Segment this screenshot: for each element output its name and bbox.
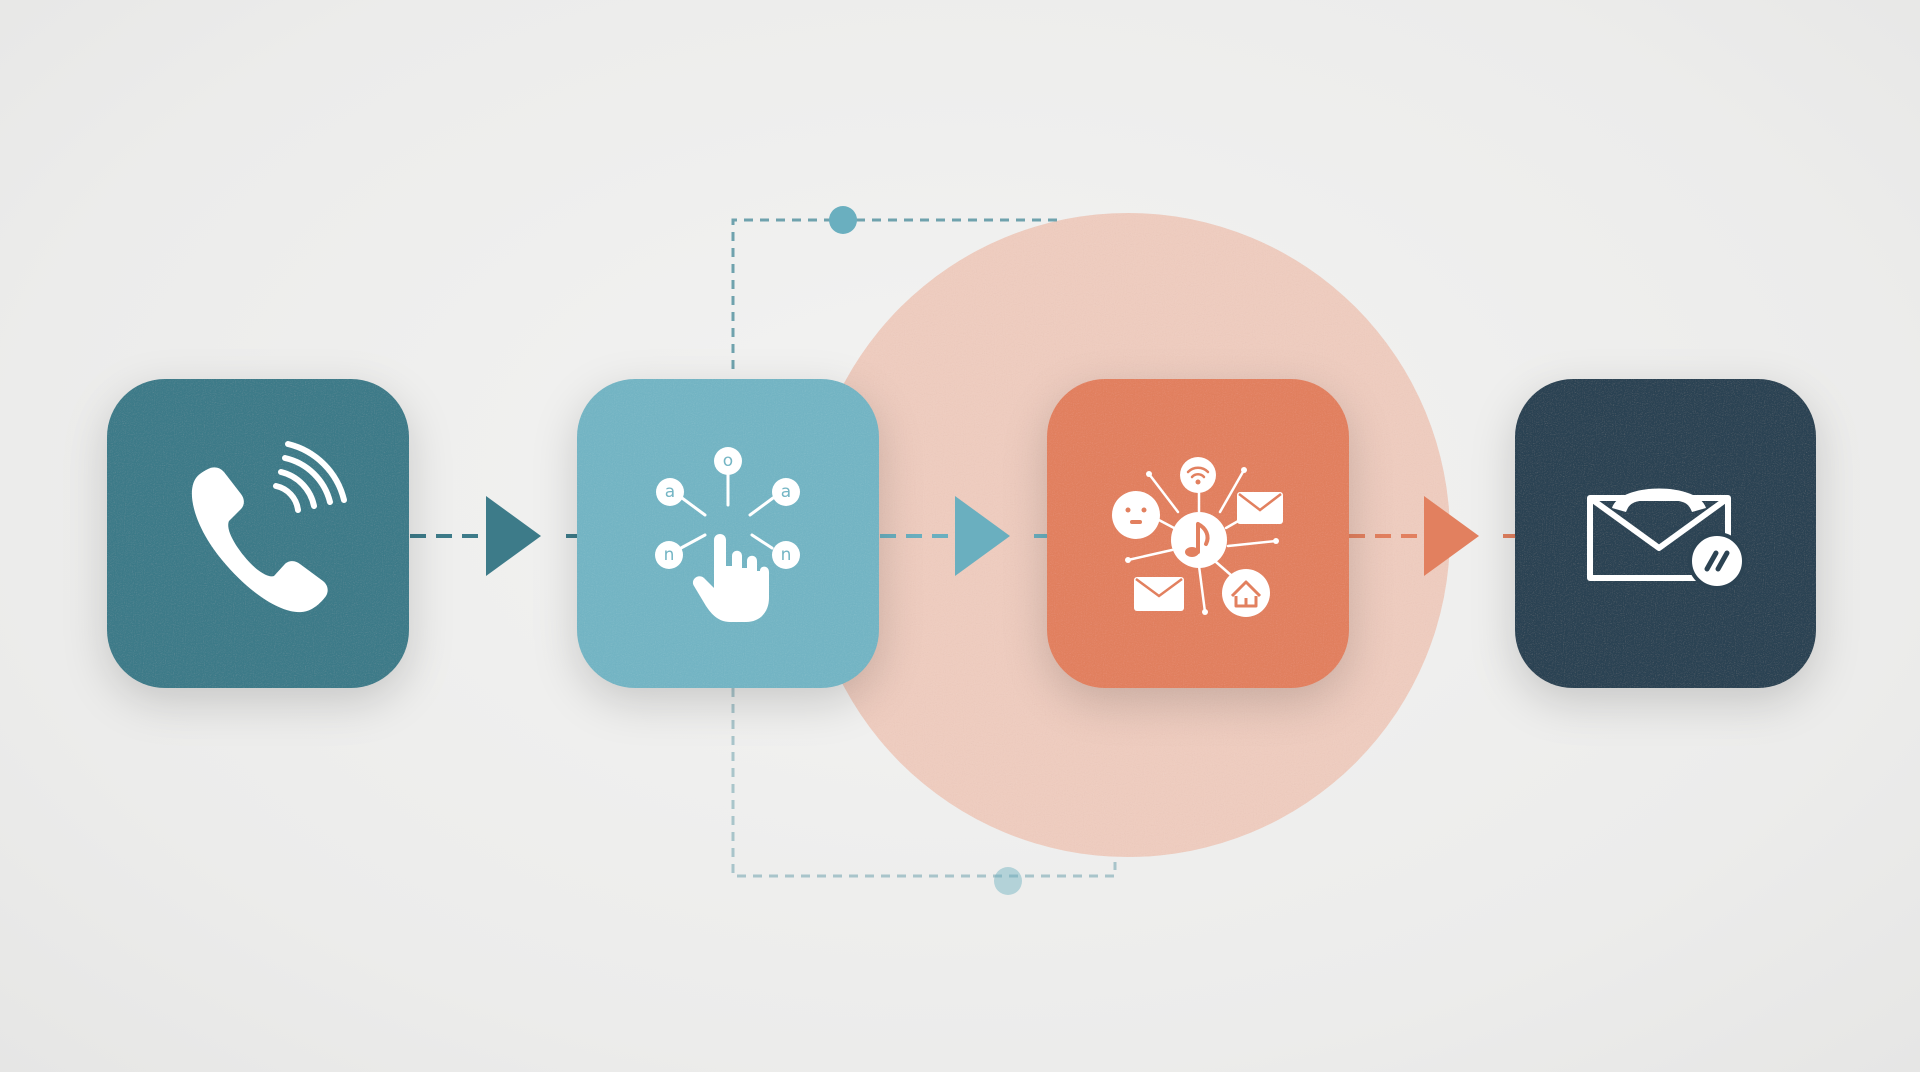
envelope-icon-right xyxy=(1238,493,1282,512)
option-node-left-lower-letter: n xyxy=(664,545,675,565)
option-node-left-upper: a xyxy=(656,478,684,506)
signal-wave-1 xyxy=(273,483,301,513)
envelope-node-left xyxy=(1134,577,1184,611)
house-node xyxy=(1222,569,1270,617)
option-node-right-upper: a xyxy=(772,478,800,506)
dashed-bracket xyxy=(731,218,1117,878)
step-4-tile xyxy=(1515,379,1816,688)
signal-wave-2 xyxy=(278,469,317,509)
option-node-left-upper-letter: a xyxy=(665,482,675,502)
phone-handset-shape xyxy=(191,467,328,613)
envelope-icon-left xyxy=(1135,577,1183,598)
connector-1 xyxy=(410,496,580,576)
spoke-right-upper xyxy=(748,496,775,517)
face-node xyxy=(1112,491,1160,539)
tap-hand-with-options-icon: o a a n n xyxy=(655,447,800,622)
connector-1-arrowhead xyxy=(486,496,541,576)
hub-spokes xyxy=(1126,468,1278,614)
hub-spoke-left xyxy=(1155,517,1176,530)
phone-ringing-icon xyxy=(191,441,347,613)
pointing-hand-shape xyxy=(692,534,769,622)
option-node-top-letter: o xyxy=(723,451,733,471)
bracket-bottom-line xyxy=(731,688,1117,878)
face-icon xyxy=(1125,507,1147,524)
option-node-left-lower: n xyxy=(655,541,683,569)
connector-2-arrowhead xyxy=(955,496,1010,576)
wifi-icon xyxy=(1186,466,1210,479)
connector-2 xyxy=(880,496,1048,576)
music-note-hub xyxy=(1171,512,1227,568)
option-node-right-upper-letter: a xyxy=(781,482,791,502)
hub-node-tips xyxy=(1125,467,1279,615)
hub-spoke-lower-right xyxy=(1226,539,1278,548)
spoke-left-lower xyxy=(679,533,707,550)
bracket-top-line xyxy=(731,218,1060,369)
step-2-tile xyxy=(577,379,879,688)
connector-3-arrowhead xyxy=(1424,496,1479,576)
bracket-bottom-node xyxy=(994,867,1022,895)
signal-wave-4 xyxy=(285,441,347,503)
option-node-right-lower: n xyxy=(772,541,800,569)
wifi-node xyxy=(1180,457,1216,493)
pause-badge-icon xyxy=(1688,532,1746,590)
signal-wave-3 xyxy=(282,455,333,505)
signal-waves xyxy=(273,441,347,513)
bracket-top-node xyxy=(829,206,857,234)
step-1-tile xyxy=(107,379,409,688)
hub-spoke-bottom xyxy=(1197,564,1207,614)
music-hub-network-icon xyxy=(1112,457,1283,617)
hub-spoke-upper-left xyxy=(1147,472,1180,514)
hub-spoke-upper-right xyxy=(1218,468,1246,514)
phone-handset-on-envelope xyxy=(1612,488,1706,512)
envelope-with-phone-icon xyxy=(1587,488,1746,590)
envelope-node-right xyxy=(1237,492,1283,524)
spoke-left-upper xyxy=(680,496,707,517)
hub-spoke-bottom-right xyxy=(1214,560,1234,578)
option-node-right-lower-letter: n xyxy=(781,545,792,565)
option-spokes xyxy=(679,472,775,550)
music-note-icon xyxy=(1196,522,1210,554)
connector-3 xyxy=(1349,496,1515,576)
hub-spoke-lower-left xyxy=(1126,548,1174,562)
spoke-right-lower xyxy=(750,533,774,550)
option-node-top: o xyxy=(714,447,742,475)
